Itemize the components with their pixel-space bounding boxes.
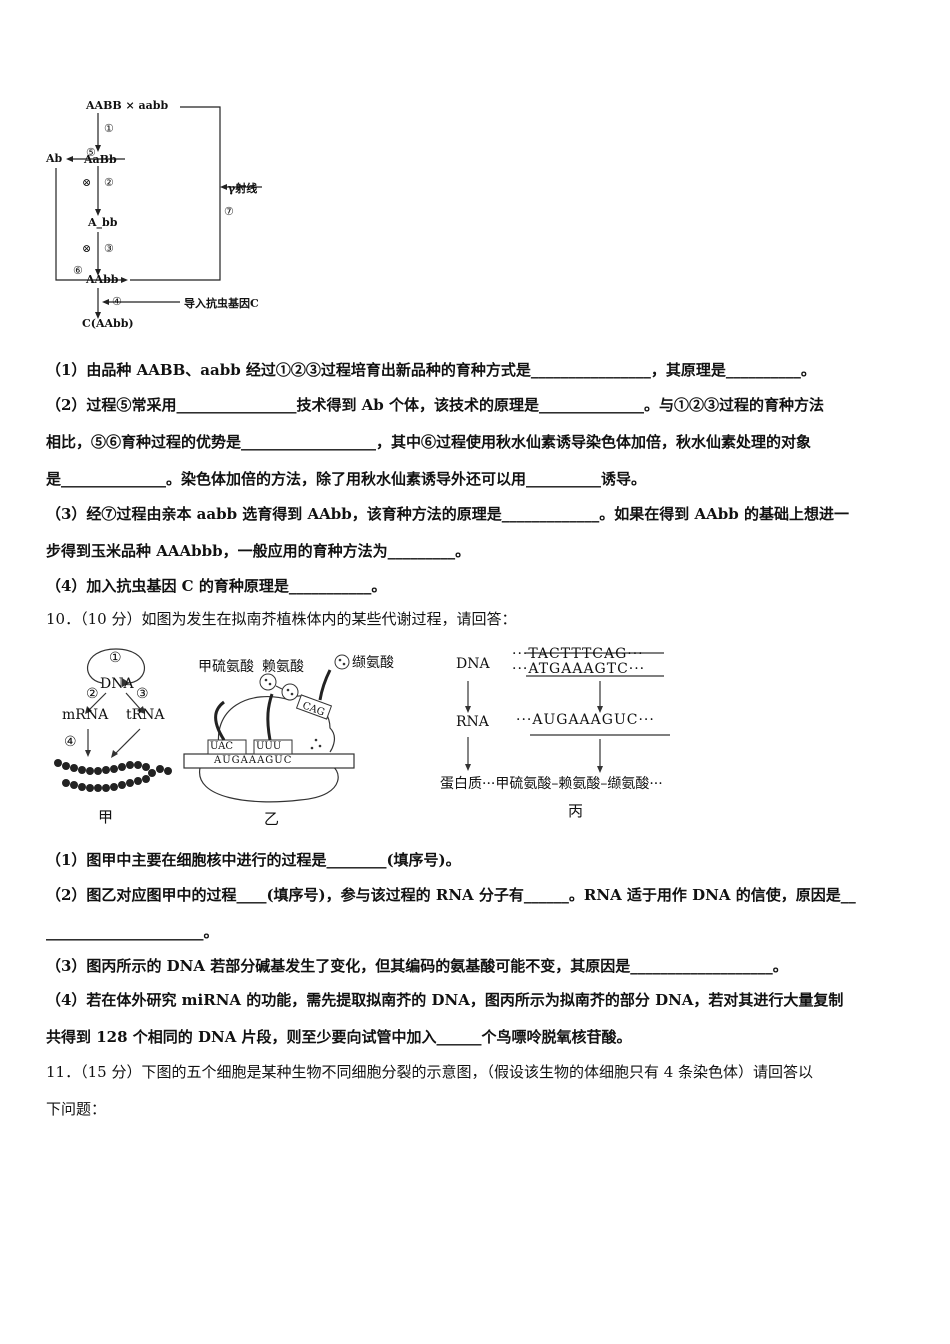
circle-7: ⑦ (224, 205, 234, 218)
yi-uac: UAC (210, 741, 233, 752)
circle-2: ② (104, 176, 114, 189)
q9-part2-line3: 是______________。染色体加倍的方法，除了用秋水仙素诱导外还可以用_… (46, 470, 647, 488)
figure-jia (54, 648, 172, 792)
ab-label: Ab (46, 152, 63, 165)
jia-circle-3: ③ (136, 686, 149, 702)
figure-yi (183, 654, 355, 803)
q9-part3-line1: （3）经⑦过程由亲本 aabb 选育得到 AAbb，该育种方法的原理是_____… (46, 505, 849, 523)
jia-dna: DNA (100, 676, 134, 692)
bing-protein: 蛋白质···甲硫氨酸–赖氨酸–缬氨酸··· (440, 776, 663, 792)
q10-part2-line1: （2）图乙对应图甲中的过程____(填序号)，参与该过程的 RNA 分子有___… (46, 886, 856, 904)
a-bb-label: A_bb (88, 216, 118, 229)
circle-4: ④ (112, 295, 122, 308)
yi-lys: 赖氨酸 (262, 659, 304, 675)
arrow-6-line (55, 168, 124, 281)
chain-3 (318, 669, 332, 701)
figure-bing (465, 652, 670, 773)
q10-part4-line2: 共得到 128 个相同的 DNA 片段，则至少要向试管中加入______个鸟嘌呤… (46, 1028, 632, 1046)
q10-part1: （1）图甲中主要在细胞核中进行的过程是________(填序号)。 (46, 851, 461, 869)
q9-part3-line2: 步得到玉米品种 AAAbbb，一般应用的育种方法为_________。 (46, 542, 471, 560)
lys-ball (281, 683, 299, 701)
yi-uuu: UUU (256, 741, 282, 752)
jia-label: 甲 (98, 808, 114, 826)
bing-label: 丙 (568, 802, 584, 820)
circle-5: ⑤ (86, 146, 96, 159)
yi-met: 甲硫氨酸 (198, 659, 254, 675)
q9-part4: （4）加入抗虫基因 C 的育种原理是___________。 (46, 577, 387, 595)
q9-part2-line2: 相比，⑤⑥育种过程的优势是__________________，其中⑥过程使用秋… (46, 433, 812, 451)
q10-part3: （3）图丙所示的 DNA 若部分碱基发生了变化，但其编码的氨基酸可能不变，其原因… (46, 957, 788, 975)
chain-2 (266, 693, 274, 741)
circle-1: ① (104, 122, 114, 135)
replication-loop (87, 648, 145, 684)
trna-to-protein-arrow (113, 728, 141, 756)
bing-template-strand: ···TACTTTCAG··· (512, 646, 644, 662)
path-7-line (130, 106, 221, 281)
self-symbol-3: ⊗ (82, 242, 92, 255)
trna-cag-box (295, 694, 333, 720)
bing-coding-strand: ···ATGAAAGTC··· (512, 661, 646, 677)
cross-label: AABB × aabb (86, 99, 169, 112)
trna-uuu-box (253, 739, 293, 755)
jia-circle-4: ④ (64, 734, 77, 750)
bing-rna-seq: ···AUGAAAGUC··· (516, 712, 655, 728)
circle-6: ⑥ (73, 264, 83, 277)
breeding-diagram (55, 106, 262, 319)
chain-1 (214, 700, 226, 741)
trna-arrow (125, 692, 143, 712)
jia-mrna: mRNA (62, 707, 109, 723)
result-label: C(AAbb) (82, 317, 134, 330)
import-gene-label: 导入抗虫基因C (184, 297, 259, 310)
q11-line2: 下问题： (46, 1100, 107, 1118)
q11-line1: 11．（15 分）下图的五个细胞是某种生物不同细胞分裂的示意图，（假设该生物的体… (46, 1063, 814, 1081)
yi-label: 乙 (264, 810, 280, 828)
q10-part2-line2: _____________________。 (46, 923, 219, 941)
jia-circle-2: ② (86, 686, 99, 702)
q9-part1: （1）由品种 AABB、aabb 经过①②③过程培育出新品种的育种方式是____… (46, 361, 816, 379)
jia-trna: tRNA (126, 707, 165, 723)
yi-val: 缬氨酸 (352, 655, 394, 671)
q10-part4-line1: （4）若在体外研究 miRNA 的功能，需先提取拟南芥的 DNA，图丙所示为拟南… (46, 991, 844, 1009)
transcription-arrow (87, 692, 107, 712)
aabb-label: AaBb (84, 153, 117, 166)
trna-uac-box (207, 739, 247, 755)
ribosome-small-subunit (199, 765, 339, 803)
gamma-label: γ射线 (228, 182, 258, 195)
polypeptide-chain (54, 759, 172, 792)
bing-rna: RNA (456, 714, 489, 730)
aabb2-label: AAbb (86, 273, 119, 286)
met-ball (259, 673, 277, 691)
yi-mrna-seq: AUGAAAGUC (214, 755, 293, 766)
val-ball (334, 654, 350, 670)
jia-circle-1: ① (109, 650, 122, 666)
circle-3: ③ (104, 242, 114, 255)
bing-dna: DNA (456, 656, 490, 672)
q10-title: 10．（10 分）如图为发生在拟南芥植株体内的某些代谢过程，请回答： (46, 610, 517, 628)
self-symbol-2: ⊗ (82, 176, 92, 189)
q9-part2-line1: （2）过程⑤常采用________________技术得到 Ab 个体，该技术的… (46, 396, 825, 414)
